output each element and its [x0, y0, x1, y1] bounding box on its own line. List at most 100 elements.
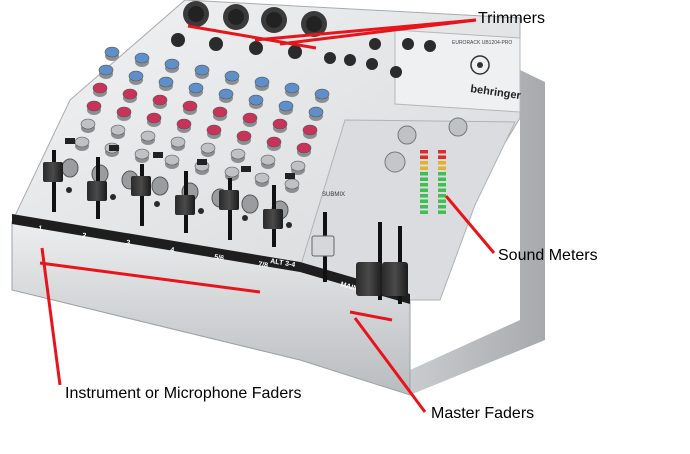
channel-knob	[188, 82, 204, 94]
channel-knob	[260, 154, 276, 166]
channel-fader-cap	[263, 209, 283, 229]
meter-led	[420, 210, 428, 214]
model-text: EURORACK UB1204-PRO	[452, 40, 512, 46]
mute-button	[285, 173, 295, 179]
led	[242, 215, 248, 221]
channel-knob	[176, 118, 192, 130]
channel-knob	[140, 130, 156, 142]
led	[198, 208, 204, 214]
led	[66, 187, 72, 193]
channel-knob	[164, 58, 180, 70]
meter-led	[420, 150, 428, 154]
meter-led	[420, 177, 428, 181]
xlr-inputs	[183, 1, 327, 37]
channel-knob	[302, 124, 318, 136]
channel-knob	[182, 100, 198, 112]
channel-fader-cap	[131, 176, 151, 196]
meter-led	[420, 199, 428, 203]
meter-led	[438, 166, 446, 170]
channel-fader-cap	[43, 162, 63, 182]
meter-led	[438, 183, 446, 187]
channel-number-label: 1	[38, 225, 43, 233]
channel-knob	[116, 106, 132, 118]
channel-knob	[110, 124, 126, 136]
channel-number-label: 2	[82, 232, 87, 240]
channel-knob	[128, 70, 144, 82]
alt-label: ALT 3-4	[270, 258, 296, 269]
channel-knob	[248, 94, 264, 106]
master-faders-line-diagonal	[353, 317, 427, 413]
channel-knob	[308, 106, 324, 118]
meter-led	[438, 172, 446, 176]
meter-led	[420, 188, 428, 192]
channel-knob	[80, 118, 96, 130]
channel-knob	[296, 142, 312, 154]
channel-number-label: 5/6	[214, 254, 225, 262]
channel-knob	[206, 124, 222, 136]
led	[286, 222, 292, 228]
instrument-faders-line-horizontal	[39, 261, 261, 294]
channel-knob	[278, 100, 294, 112]
meter-led	[420, 183, 428, 187]
meter-led	[438, 199, 446, 203]
trimmers-line-1	[187, 24, 317, 50]
channel-number-labels: 1 2 3 4 5/6 7/8	[38, 225, 269, 269]
meter-led	[438, 161, 446, 165]
channel-knob	[146, 112, 162, 124]
channel-knob	[74, 136, 90, 148]
callout-lines	[39, 18, 496, 413]
channel-number-label: 3	[126, 239, 131, 247]
meter-led	[438, 177, 446, 181]
meter-led	[420, 172, 428, 176]
trimmers-label: Trimmers	[478, 10, 545, 27]
meter-led	[438, 205, 446, 209]
meter-led	[438, 155, 446, 159]
channel-knob	[200, 142, 216, 154]
channel-strips	[43, 138, 295, 247]
channel-knob	[194, 64, 210, 76]
sound-meters-label: Sound Meters	[498, 247, 598, 264]
meter-led	[438, 210, 446, 214]
gain-knob	[241, 194, 259, 214]
master-knobs	[384, 117, 468, 173]
channel-knob	[266, 136, 282, 148]
channel-knob	[254, 172, 270, 184]
mute-button	[65, 138, 75, 144]
meter-led	[438, 150, 446, 154]
submix-label: SUBMIX	[322, 192, 345, 198]
channel-knobs	[61, 46, 330, 220]
channel-knob	[92, 82, 108, 94]
channel-knob	[272, 118, 288, 130]
channel-knob	[152, 94, 168, 106]
master-faders	[311, 212, 408, 304]
channel-fader-cap	[175, 195, 195, 215]
channel-knob	[284, 178, 300, 190]
line-jacks	[171, 33, 436, 78]
instrument-faders-label: Instrument or Microphone Faders	[65, 385, 302, 402]
channel-knob	[290, 160, 306, 172]
channel-number-label: 7/8	[258, 261, 269, 269]
channel-knob	[224, 70, 240, 82]
sound-meters	[420, 150, 446, 214]
channel-knob	[98, 64, 114, 76]
channel-knob	[134, 52, 150, 64]
channel-knob	[224, 166, 240, 178]
led	[110, 194, 116, 200]
meter-led	[420, 194, 428, 198]
led	[154, 201, 160, 207]
channel-number-strip	[12, 214, 300, 272]
channel-knob	[164, 154, 180, 166]
channel-number-label: 4	[170, 247, 175, 255]
mute-button	[153, 152, 163, 158]
channel-knob	[254, 76, 270, 88]
channel-knob	[158, 76, 174, 88]
trimmers-line-3	[279, 18, 477, 46]
meter-led	[420, 166, 428, 170]
gain-knob	[151, 176, 169, 196]
instrument-faders-line-vertical	[40, 247, 62, 386]
channel-knob	[134, 148, 150, 160]
channel-fader-cap	[87, 181, 107, 201]
channel-knob	[284, 82, 300, 94]
channel-knob	[86, 100, 102, 112]
